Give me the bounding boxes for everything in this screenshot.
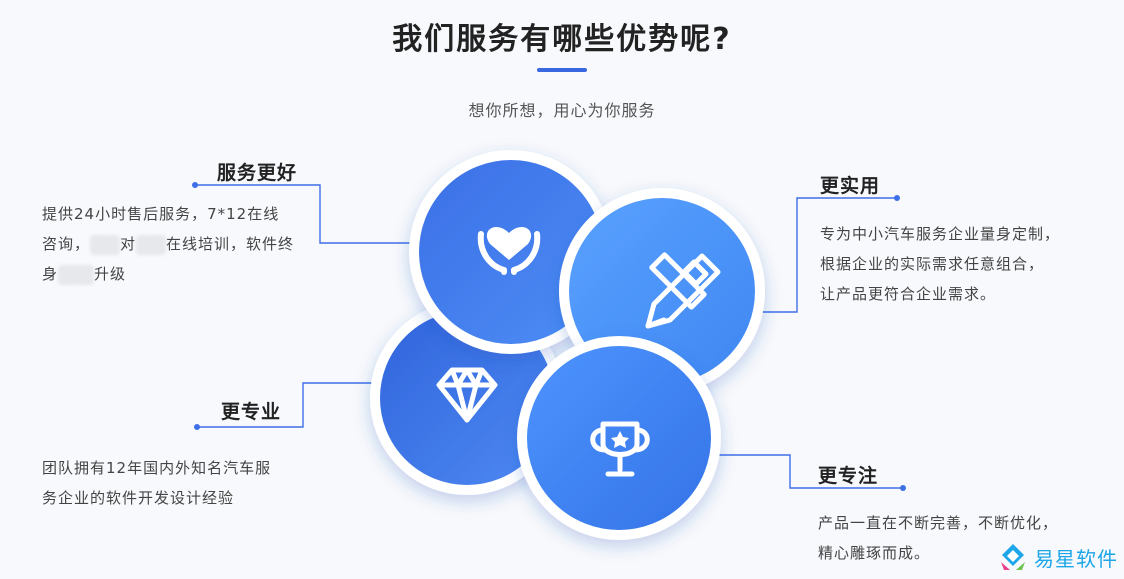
- text-segment: 对: [120, 235, 137, 253]
- text-segment: 身: [42, 265, 59, 283]
- connector-service: [195, 184, 430, 244]
- feature-title-practical: 更实用: [820, 175, 881, 197]
- feature-desc-practical-line1: 专为中小汽车服务企业量身定制，: [820, 225, 1061, 243]
- feature-title-focus: 更专注: [818, 465, 879, 487]
- feature-desc-professional-line1: 团队拥有12年国内外知名汽车服: [42, 459, 272, 477]
- redacted-block: [58, 264, 95, 285]
- heart-hands-icon: [477, 226, 541, 275]
- brand-name: 易星软件: [1034, 546, 1118, 571]
- connector-focus: [712, 454, 903, 489]
- feature-desc-focus-line1: 产品一直在不断完善，不断优化，: [818, 514, 1059, 532]
- feature-desc-service: 提供24小时售后服务，7*12在线 咨询， 对 在线培训，软件终 身 升级: [42, 199, 332, 289]
- connector-dots: [192, 182, 906, 491]
- feature-title-service: 服务更好: [217, 162, 298, 184]
- feature-desc-practical-line3: 让产品更符合企业需求。: [820, 285, 997, 303]
- brand-logo: 易星软件: [998, 542, 1118, 572]
- feature-desc-service-line2: 咨询， 对 在线培训，软件终: [42, 229, 332, 259]
- text-segment: 升级: [94, 265, 127, 283]
- text-segment: 在线培训，软件终: [166, 235, 295, 253]
- connector-professional: [197, 382, 380, 428]
- page-title: 我们服务有哪些优势呢?: [392, 22, 732, 57]
- feature-desc-professional-line2: 务企业的软件开发设计经验: [42, 489, 235, 507]
- page-subtitle: 想你所想，用心为你服务: [468, 101, 656, 120]
- feature-desc-focus: 产品一直在不断完善，不断优化， 精心雕琢而成。: [818, 508, 1108, 568]
- diamond-icon: [436, 367, 498, 423]
- pencil-ruler-icon: [645, 252, 721, 329]
- feature-desc-practical: 专为中小汽车服务企业量身定制， 根据企业的实际需求任意组合， 让产品更符合企业需…: [820, 219, 1110, 309]
- connector-practical: [745, 197, 897, 313]
- feature-desc-professional: 团队拥有12年国内外知名汽车服 务企业的软件开发设计经验: [42, 453, 342, 513]
- brand-icon: [1001, 544, 1025, 570]
- text-segment: 咨询，: [42, 235, 91, 253]
- feature-desc-service-line3: 身 升级: [42, 259, 332, 289]
- title-underline: [537, 68, 587, 72]
- connector-lines: [195, 184, 903, 489]
- feature-desc-focus-line2: 精心雕琢而成。: [818, 544, 931, 562]
- trophy-icon: [590, 421, 650, 477]
- feature-desc-service-line1: 提供24小时售后服务，7*12在线: [42, 205, 280, 223]
- redacted-block: [90, 234, 121, 255]
- feature-desc-practical-line2: 根据企业的实际需求任意组合，: [820, 255, 1045, 273]
- feature-title-professional: 更专业: [221, 401, 282, 423]
- redacted-block: [136, 234, 167, 255]
